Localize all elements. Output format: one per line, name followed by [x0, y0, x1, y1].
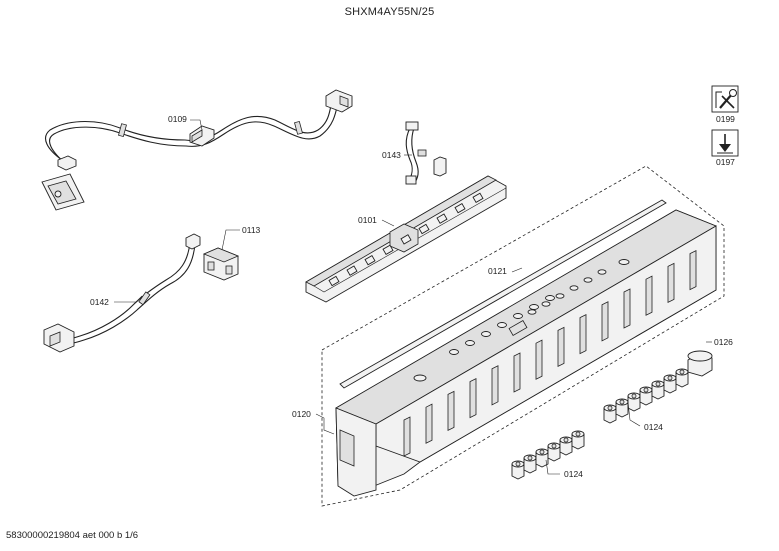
panel-rib [513, 352, 521, 393]
module-button-slot [346, 265, 358, 276]
push-button [663, 374, 677, 394]
panel-rib [425, 403, 433, 444]
module-button-slot [472, 192, 484, 204]
code-0197: 0197 [716, 157, 735, 167]
push-button [615, 398, 629, 418]
module-button-slot [382, 244, 394, 256]
module-button-slot [418, 223, 430, 235]
panel-holes [449, 269, 607, 355]
document-reference: 58300000219804 aet 000 b 1/6 [6, 530, 139, 541]
panel-rib [491, 365, 499, 406]
panel-rib [623, 288, 631, 329]
panel-rib [535, 339, 543, 380]
panel-rib [469, 377, 477, 419]
panel-hole [583, 277, 593, 283]
control-panel-0120[interactable] [335, 209, 717, 497]
panel-hole [527, 309, 537, 315]
panel-hole [569, 285, 579, 291]
connector-0113[interactable] [202, 247, 240, 281]
label-0142: 0142 [90, 297, 109, 307]
panel-hole [529, 304, 539, 310]
push-button [651, 380, 665, 400]
cable-0143[interactable] [405, 121, 447, 185]
module-button-slot [364, 254, 376, 266]
label-0113: 0113 [242, 225, 261, 235]
module-buttons [328, 192, 484, 287]
button-row-0124-upper[interactable] [603, 368, 689, 424]
control-module-0101[interactable] [305, 175, 507, 303]
panel-rib [601, 301, 609, 342]
wire-harness-0109[interactable] [41, 89, 353, 211]
panel-hole [513, 313, 523, 319]
panel-hole [465, 340, 475, 346]
panel-hole [481, 331, 491, 337]
push-button [511, 460, 525, 480]
panel-rib [689, 249, 697, 291]
label-0124-lower: 0124 [564, 469, 583, 479]
module-button-slot [454, 202, 466, 214]
label-0109: 0109 [168, 114, 187, 124]
panel-hole [555, 293, 565, 299]
push-button [559, 436, 573, 456]
strip-0121[interactable] [339, 199, 667, 389]
label-0120: 0120 [292, 409, 311, 419]
wire-harness-0142[interactable] [43, 233, 201, 353]
push-button [547, 442, 561, 462]
module-button-slot [328, 275, 340, 287]
panel-hole [541, 301, 551, 307]
module-button-slot [436, 213, 448, 224]
panel-rib [403, 416, 411, 457]
button-0126[interactable] [687, 350, 713, 377]
panel-ribs [403, 249, 697, 457]
push-button [675, 368, 689, 388]
module-button-slot [400, 234, 412, 245]
panel-rib [645, 275, 653, 316]
push-button [535, 448, 549, 468]
panel-rib [579, 313, 587, 355]
label-0121: 0121 [488, 266, 507, 276]
push-button [571, 430, 585, 450]
push-button [603, 404, 617, 424]
download-arrow-icon[interactable] [711, 129, 739, 157]
panel-hole [497, 322, 507, 328]
assembly-outline [321, 165, 725, 507]
push-button [523, 454, 537, 474]
code-0199: 0199 [716, 114, 735, 124]
panel-rib [557, 326, 565, 368]
push-button [627, 392, 641, 412]
push-button [639, 386, 653, 406]
button-row-0124-lower[interactable] [511, 430, 585, 480]
diagram-title: SHXM4AY55N/25 [344, 6, 435, 18]
repair-tools-icon[interactable] [711, 85, 739, 113]
panel-hole [449, 349, 459, 355]
label-0143: 0143 [382, 150, 401, 160]
panel-rib [667, 262, 675, 304]
leader-lines [114, 119, 712, 475]
panel-rib [447, 390, 455, 432]
panel-hole [545, 295, 555, 301]
label-0101: 0101 [358, 215, 377, 225]
label-0124-upper: 0124 [644, 422, 663, 432]
panel-hole [597, 269, 607, 275]
label-0126: 0126 [714, 337, 733, 347]
